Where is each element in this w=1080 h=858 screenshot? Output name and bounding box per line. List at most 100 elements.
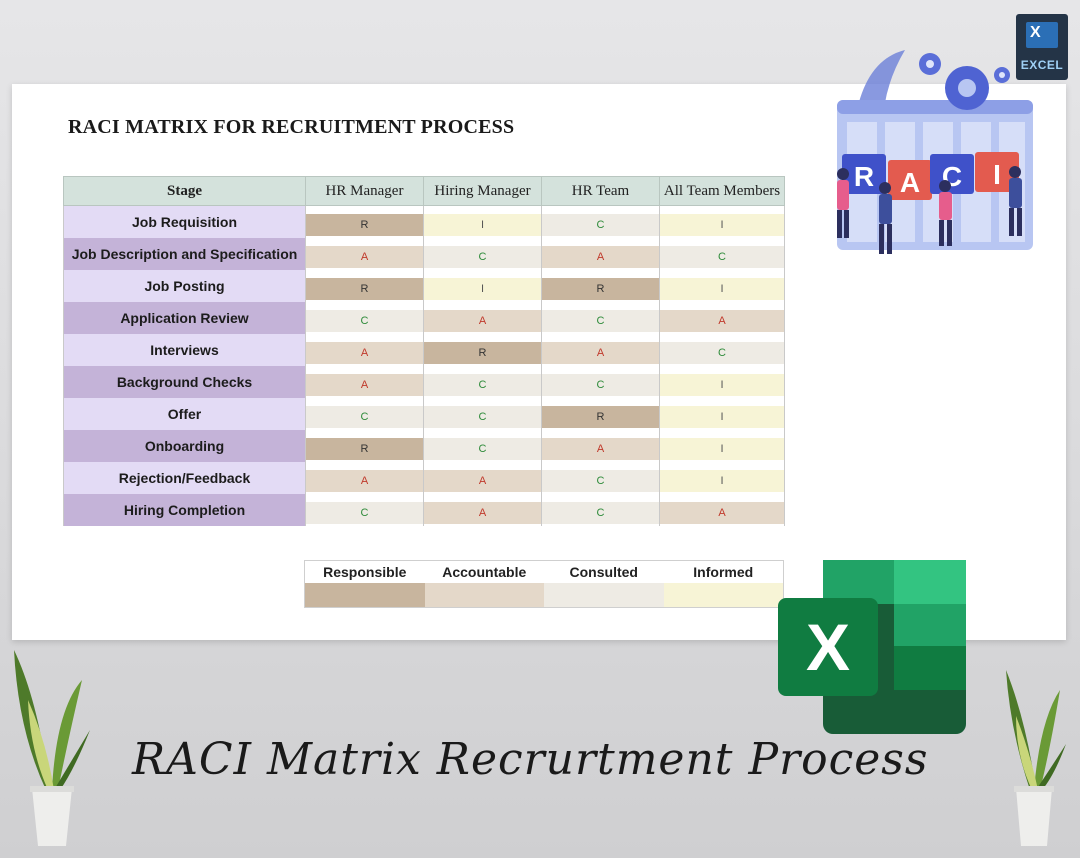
raci-value: C [306, 405, 423, 428]
legend-label: Accountable [442, 564, 527, 580]
raci-cell[interactable]: C [541, 366, 660, 398]
raci-cell[interactable]: C [423, 398, 542, 430]
stage-cell[interactable]: Onboarding [63, 430, 306, 462]
raci-value: R [306, 277, 423, 300]
raci-value: I [660, 373, 784, 396]
raci-cell[interactable]: C [423, 238, 542, 270]
raci-cell[interactable]: A [305, 366, 424, 398]
raci-cell[interactable]: A [305, 462, 424, 494]
raci-cell[interactable]: R [541, 270, 660, 302]
raci-value: A [306, 373, 423, 396]
stage-cell[interactable]: Job Description and Specification [63, 238, 306, 270]
gear-icon [945, 66, 989, 110]
raci-value: I [660, 213, 784, 236]
raci-value: A [660, 309, 784, 332]
excel-logo-icon: X [778, 560, 966, 734]
raci-cell[interactable]: I [659, 270, 785, 302]
gear-icon [919, 53, 941, 75]
raci-cell[interactable]: I [659, 205, 785, 238]
stage-cell[interactable]: Job Requisition [63, 205, 306, 238]
raci-team-illustration: R A C I [837, 50, 1033, 254]
raci-cell[interactable]: R [305, 270, 424, 302]
raci-value: R [542, 277, 659, 300]
plant-left-decoration [14, 650, 90, 846]
stage-cell[interactable]: Job Posting [63, 270, 306, 302]
stage-cell[interactable]: Offer [63, 398, 306, 430]
raci-cell[interactable]: C [305, 302, 424, 334]
raci-value: R [424, 341, 541, 364]
excel-badge: X EXCEL [1016, 14, 1068, 80]
stage-cell[interactable]: Interviews [63, 334, 306, 366]
raci-cell[interactable]: R [305, 430, 424, 462]
raci-cell[interactable]: I [423, 270, 542, 302]
raci-value: C [542, 373, 659, 396]
raci-cell[interactable]: A [659, 494, 785, 526]
gear-icon [994, 67, 1010, 83]
raci-value: I [660, 437, 784, 460]
raci-cell[interactable]: A [423, 462, 542, 494]
raci-cell[interactable]: C [659, 238, 785, 270]
raci-cell[interactable]: I [659, 462, 785, 494]
raci-cell[interactable]: C [423, 430, 542, 462]
tagline: RACI Matrix Recrurtment Process [132, 734, 929, 785]
raci-cell[interactable]: I [659, 430, 785, 462]
raci-value: A [660, 501, 784, 524]
excel-file-icon [1026, 22, 1058, 48]
raci-cell[interactable]: C [305, 494, 424, 526]
legend-label: Consulted [569, 564, 638, 580]
raci-cell[interactable]: A [541, 430, 660, 462]
raci-cell[interactable]: A [659, 302, 785, 334]
raci-cell[interactable]: C [541, 494, 660, 526]
raci-cell[interactable]: C [541, 302, 660, 334]
raci-cell[interactable]: C [423, 366, 542, 398]
raci-cell[interactable]: C [659, 334, 785, 366]
raci-cell[interactable]: A [541, 334, 660, 366]
stage-cell[interactable]: Application Review [63, 302, 306, 334]
raci-cell[interactable]: I [423, 205, 542, 238]
raci-letter: I [993, 159, 1001, 190]
stage-cell[interactable]: Background Checks [63, 366, 306, 398]
stage-cell[interactable]: Rejection/Feedback [63, 462, 306, 494]
legend-consulted: Consulted [544, 561, 664, 607]
raci-value: C [660, 341, 784, 364]
raci-legend: Responsible Accountable Consulted Inform… [304, 560, 784, 608]
raci-value: A [542, 437, 659, 460]
raci-value: C [424, 405, 541, 428]
raci-cell[interactable]: C [305, 398, 424, 430]
column-header-hr-manager: HR Manager [305, 176, 424, 206]
legend-swatch [424, 583, 544, 607]
raci-cell[interactable]: I [659, 366, 785, 398]
raci-value: C [542, 469, 659, 492]
legend-swatch [305, 583, 425, 607]
raci-cell[interactable]: C [541, 205, 660, 238]
raci-cell[interactable]: A [423, 302, 542, 334]
raci-cell[interactable]: A [305, 334, 424, 366]
raci-cell[interactable]: A [423, 494, 542, 526]
raci-cell[interactable]: R [423, 334, 542, 366]
raci-value: C [660, 245, 784, 268]
raci-cell[interactable]: A [305, 238, 424, 270]
badge-label: EXCEL [1020, 58, 1064, 72]
raci-cell[interactable]: R [541, 398, 660, 430]
matrix-title: RACI MATRIX FOR RECRUITMENT PROCESS [68, 116, 515, 138]
raci-cell[interactable]: A [541, 238, 660, 270]
raci-value: C [424, 245, 541, 268]
plant-right-decoration [1006, 670, 1066, 846]
raci-cell[interactable]: I [659, 398, 785, 430]
legend-informed: Informed [663, 561, 783, 607]
stage-cell[interactable]: Hiring Completion [63, 494, 306, 526]
column-header-all-team-members: All Team Members [659, 176, 785, 206]
raci-value: C [542, 501, 659, 524]
excel-logo-letter: X [806, 610, 850, 684]
raci-value: C [424, 373, 541, 396]
raci-letter: R [854, 161, 874, 192]
raci-cell[interactable]: C [541, 462, 660, 494]
raci-value: A [424, 501, 541, 524]
raci-cell[interactable]: R [305, 205, 424, 238]
